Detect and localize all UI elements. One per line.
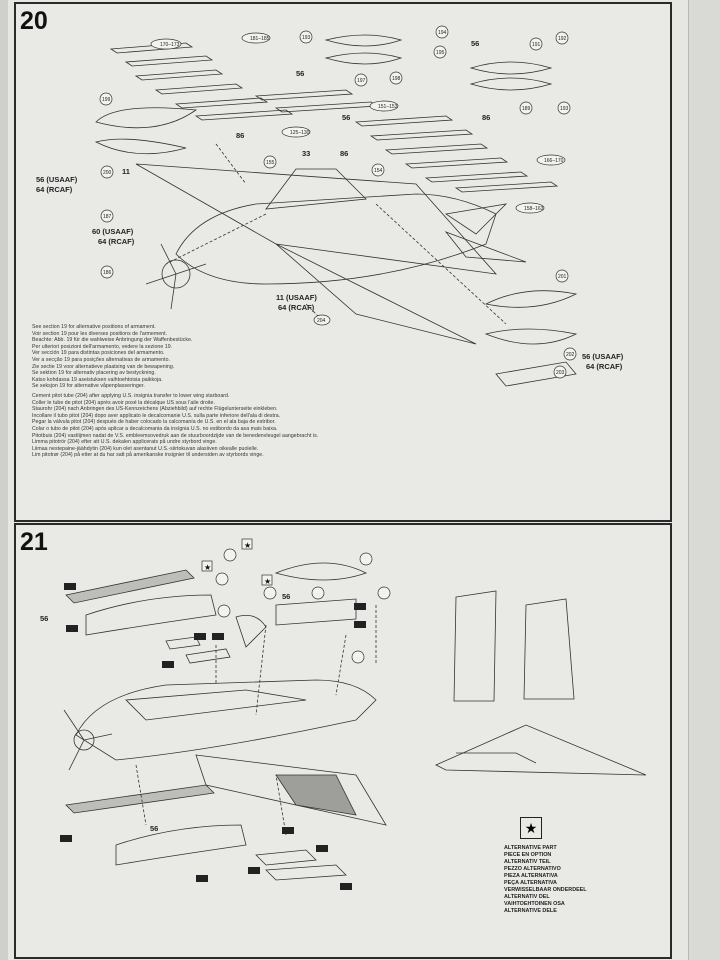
svg-text:186: 186 [103,270,112,276]
legend-label: PEÇA ALTERNATIVA [504,880,557,886]
svg-text:201: 201 [558,274,567,280]
svg-text:200: 200 [103,170,112,176]
svg-text:193: 193 [302,35,311,41]
star-icon: ★ [520,817,542,839]
svg-text:189: 189 [522,106,531,112]
svg-text:187: 187 [103,214,112,220]
svg-text:202: 202 [566,352,575,358]
legend-label: ALTERNATIVE PART [504,845,557,851]
svg-text:11: 11 [122,167,130,176]
star-markers: ★ ★ ★ [204,541,271,586]
svg-text:56: 56 [471,39,479,48]
svg-text:86: 86 [340,149,348,158]
svg-text:199: 199 [102,97,111,103]
svg-text:154: 154 [374,168,383,174]
svg-text:11 (USAAF): 11 (USAAF) [276,293,317,302]
svg-text:155: 155 [266,160,275,166]
dark-part-tags [60,583,366,890]
pitot-tube-notes: Cement pitot tube (204) after applying U… [32,393,319,459]
svg-text:★: ★ [204,563,211,572]
svg-text:64 (RCAF): 64 (RCAF) [278,303,315,312]
svg-text:86: 86 [236,131,244,140]
svg-text:64 (RCAF): 64 (RCAF) [98,237,135,246]
svg-text:198: 198 [392,76,401,82]
svg-text:151–153: 151–153 [378,104,398,110]
step-20-panel: 20 [14,2,672,522]
legend-label: PIEZA ALTERNATIVA [504,873,558,879]
svg-text:56 (USAAF): 56 (USAAF) [36,175,78,184]
svg-text:★: ★ [264,577,271,586]
legend-label: VERWISSELBAAR ONDERDEEL [504,887,587,893]
step-number: 20 [16,4,56,38]
svg-text:86: 86 [482,113,490,122]
svg-text:33: 33 [302,149,310,158]
svg-text:194: 194 [438,30,447,36]
svg-text:192: 192 [558,36,567,42]
svg-text:64 (RCAF): 64 (RCAF) [36,185,73,194]
svg-text:56: 56 [342,113,350,122]
svg-text:60 (USAAF): 60 (USAAF) [92,227,134,236]
part-callouts [201,538,391,664]
svg-text:★: ★ [244,541,251,550]
svg-text:195: 195 [436,50,445,56]
legend-label: PEZZO ALTERNATIVO [504,866,561,872]
svg-text:191: 191 [532,42,541,48]
svg-text:56: 56 [40,614,48,623]
step-number: 21 [16,525,56,559]
svg-text:181–185: 181–185 [250,36,270,42]
svg-text:56 (USAAF): 56 (USAAF) [582,352,624,361]
legend-label: ALTERNATIVE DELE [504,908,557,914]
part-callouts [99,25,577,379]
step-21-assembly-diagram: ★ ★ ★ 56 56 56 [40,538,647,890]
svg-text:203: 203 [556,370,565,376]
step-21-panel: 21 [14,523,672,959]
armament-notes: See section 19 for alternative positions… [32,324,193,390]
step-20-assembly-diagram: 170–173 181–185 193 194 195 197 198 191 192 1… [36,25,624,387]
rocket-row [109,42,379,121]
svg-text:193: 193 [560,106,569,112]
alternative-part-legend: ★ ALTERNATIVE PART PIECE EN OPTION ALTER… [504,817,624,915]
legend-label: PIECE EN OPTION [504,852,552,858]
svg-text:197: 197 [357,78,366,84]
svg-text:166–170: 166–170 [544,158,564,164]
svg-text:204: 204 [317,318,326,324]
page-edge [688,0,720,960]
legend-label: VAIHTOEHTOINEN OSA [504,901,565,907]
legend-label: ALTERNATIV TEIL [504,859,551,865]
svg-text:170–173: 170–173 [160,42,180,48]
svg-text:56: 56 [282,592,290,601]
legend-label: ALTERNATIV DEL [504,894,550,900]
svg-text:64 (RCAF): 64 (RCAF) [586,362,623,371]
svg-text:56: 56 [296,69,304,78]
svg-text:125–130: 125–130 [290,130,310,136]
svg-text:158–163: 158–163 [524,206,544,212]
svg-text:56: 56 [150,824,158,833]
